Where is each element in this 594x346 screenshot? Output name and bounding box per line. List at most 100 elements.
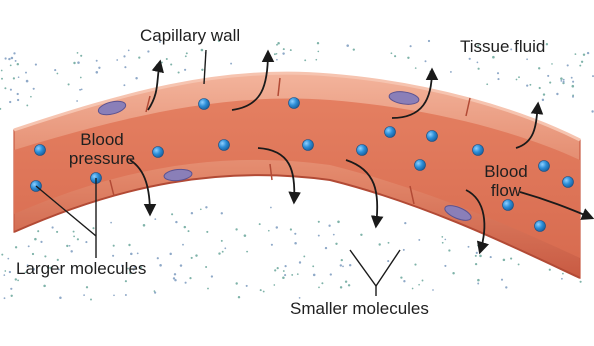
label-blood-pressure-line2: pressure — [54, 149, 150, 168]
tissue-fluid-dot — [30, 96, 32, 98]
tissue-fluid-dot — [125, 280, 127, 282]
tissue-fluid-dot — [170, 63, 172, 65]
tissue-fluid-dot — [328, 225, 330, 227]
tissue-fluid-dot — [407, 57, 409, 59]
tissue-fluid-dot — [549, 82, 551, 84]
tissue-fluid-dot — [222, 251, 224, 253]
tissue-fluid-dot — [318, 221, 320, 223]
molecule — [35, 145, 46, 156]
molecule — [427, 131, 438, 142]
label-blood-flow: Blood flow — [470, 162, 542, 200]
tissue-fluid-dot — [378, 243, 380, 245]
tissue-fluid-dot — [205, 266, 207, 268]
tissue-fluid-dot — [353, 48, 355, 50]
tissue-fluid-dot — [282, 52, 284, 54]
tissue-fluid-dot — [184, 69, 186, 71]
pointer-smaller-1 — [350, 250, 376, 286]
tissue-fluid-dot — [26, 80, 29, 83]
tissue-fluid-dot — [294, 242, 297, 245]
tissue-fluid-dot — [580, 281, 582, 283]
tissue-fluid-dot — [299, 261, 301, 263]
tissue-fluid-dot — [341, 259, 343, 261]
tissue-fluid-dot — [17, 93, 19, 95]
tissue-fluid-dot — [572, 81, 574, 83]
tissue-fluid-dot — [404, 222, 406, 224]
tissue-fluid-dot — [138, 56, 140, 58]
tissue-fluid-dot — [325, 247, 327, 249]
molecule — [289, 98, 300, 109]
label-blood-pressure-line1: Blood — [54, 130, 150, 149]
tissue-fluid-dot — [340, 264, 342, 266]
tissue-fluid-dot — [469, 58, 471, 60]
tissue-fluid-dot — [277, 267, 279, 269]
tissue-fluid-dot — [263, 291, 265, 293]
tissue-fluid-dot — [113, 245, 115, 247]
tissue-fluid-dot — [444, 265, 446, 267]
molecule — [303, 140, 314, 151]
tissue-fluid-dot — [342, 266, 344, 268]
tissue-fluid-dot — [428, 40, 430, 42]
tissue-fluid-dot — [178, 71, 180, 73]
tissue-fluid-dot — [175, 221, 177, 223]
tissue-fluid-dot — [70, 250, 72, 252]
tissue-fluid-dot — [391, 52, 393, 54]
tissue-fluid-dot — [575, 53, 577, 55]
tissue-fluid-dot — [410, 45, 412, 47]
tissue-fluid-dot — [556, 93, 558, 95]
tissue-fluid-dot — [235, 228, 237, 230]
tissue-fluid-dot — [4, 87, 6, 89]
tissue-fluid-dot — [403, 249, 405, 251]
tissue-fluid-dot — [476, 252, 478, 254]
tissue-fluid-dot — [442, 242, 444, 244]
tissue-fluid-dot — [17, 99, 19, 101]
tissue-fluid-dot — [246, 285, 248, 287]
tissue-fluid-dot — [174, 273, 176, 275]
tissue-fluid-dot — [539, 87, 541, 89]
tissue-fluid-dot — [283, 48, 285, 50]
tissue-fluid-dot — [37, 230, 39, 232]
tissue-fluid-dot — [7, 258, 9, 260]
tissue-fluid-dot — [173, 277, 175, 279]
tissue-fluid-dot — [246, 251, 248, 253]
tissue-fluid-dot — [348, 284, 350, 286]
tissue-fluid-dot — [54, 69, 56, 71]
tissue-fluid-dot — [317, 42, 319, 44]
tissue-fluid-dot — [221, 240, 223, 242]
tissue-fluid-dot — [137, 252, 139, 254]
tissue-fluid-dot — [112, 255, 114, 257]
tissue-fluid-dot — [1, 254, 3, 256]
tissue-fluid-dot — [477, 62, 479, 64]
tissue-fluid-dot — [412, 288, 414, 290]
tissue-fluid-dot — [154, 290, 156, 292]
tissue-fluid-dot — [450, 71, 452, 73]
tissue-fluid-dot — [333, 234, 335, 236]
tissue-fluid-dot — [11, 57, 14, 60]
tissue-fluid-dot — [572, 96, 574, 98]
tissue-fluid-dot — [5, 57, 7, 59]
tissue-fluid-dot — [10, 288, 12, 290]
tissue-fluid-dot — [505, 286, 507, 288]
molecule — [415, 160, 426, 171]
tissue-fluid-dot — [313, 274, 316, 277]
tissue-fluid-dot — [349, 264, 351, 266]
tissue-fluid-dot — [169, 253, 171, 255]
tissue-fluid-dot — [57, 73, 59, 75]
tissue-fluid-dot — [130, 253, 133, 256]
label-blood-pressure: Blood pressure — [54, 130, 150, 168]
tissue-fluid-dot — [59, 297, 62, 300]
pointer-smaller-2 — [376, 250, 400, 286]
tissue-fluid-dot — [25, 72, 27, 74]
tissue-fluid-dot — [394, 55, 396, 57]
tissue-fluid-dot — [529, 84, 531, 86]
tissue-fluid-dot — [567, 64, 569, 66]
tissue-fluid-dot — [17, 280, 19, 282]
tissue-fluid-dot — [490, 256, 492, 258]
tissue-fluid-dot — [400, 276, 402, 278]
tissue-fluid-dot — [276, 59, 278, 61]
tissue-fluid-dot — [205, 206, 207, 208]
tissue-fluid-dot — [135, 77, 137, 79]
tissue-fluid-dot — [98, 67, 100, 69]
molecule — [357, 145, 368, 156]
tissue-fluid-dot — [185, 282, 187, 284]
tissue-fluid-dot — [81, 89, 83, 91]
